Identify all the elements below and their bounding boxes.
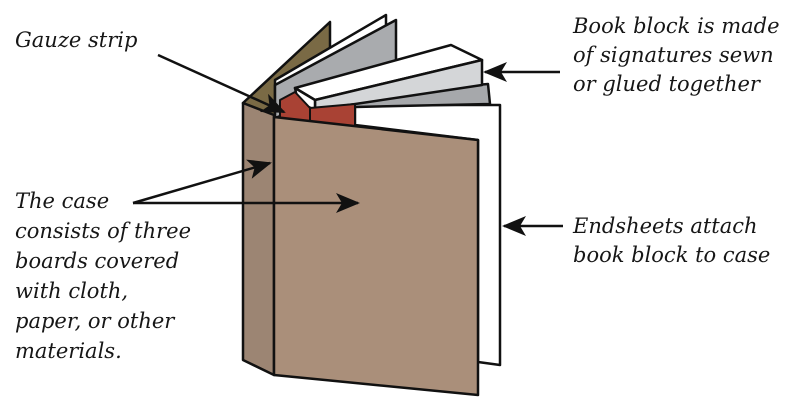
label-line: Gauze strip: [15, 28, 138, 52]
label-line: Endsheets attach: [573, 214, 758, 238]
label-line: consists of three: [15, 219, 192, 243]
label-line: paper, or other: [15, 309, 175, 333]
label-line: or glued together: [573, 72, 760, 96]
label-line: with cloth,: [15, 279, 129, 303]
front-board: [272, 115, 480, 397]
label-line: Book block is made: [573, 14, 780, 38]
label-endsheets: Endsheets attach book block to case: [573, 212, 770, 270]
label-line: The case: [15, 189, 110, 213]
label-line: boards covered: [15, 249, 180, 273]
label-line: book block to case: [573, 243, 771, 267]
case-arrow-spine: [132, 159, 272, 205]
label-gauze-strip: Gauze strip: [15, 26, 137, 55]
label-book-block: Book block is made of signatures sewn or…: [573, 12, 780, 99]
gauze-arrow: [157, 53, 286, 114]
label-line: materials.: [15, 339, 122, 363]
spine-board: [241, 101, 276, 377]
label-case: The case consists of three boards covere…: [15, 186, 191, 366]
label-line: of signatures sewn: [573, 43, 774, 67]
